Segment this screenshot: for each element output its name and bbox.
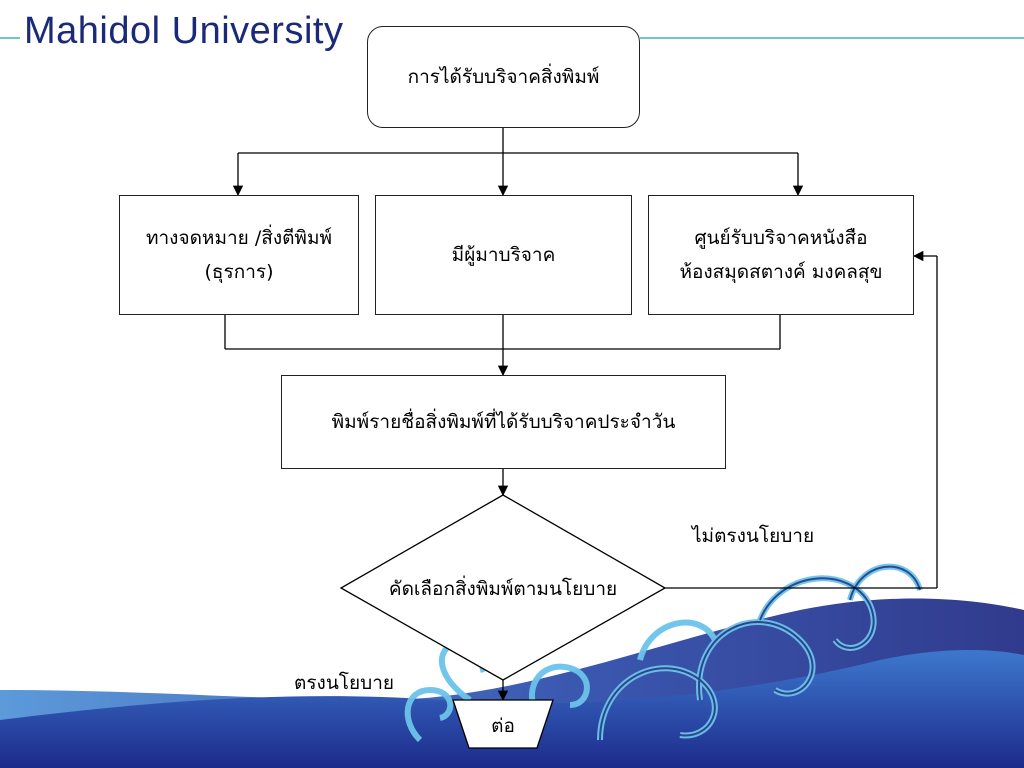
source-donor-label: มีผู้มาบริจาค	[451, 244, 556, 266]
label-matching: ตรงนโยบาย	[294, 672, 395, 694]
connectors	[224, 128, 938, 702]
print-list-label: พิมพ์รายชื่อสิ่งพิมพ์ที่ได้รับบริจาคประจ…	[331, 411, 676, 433]
source-mail-node: ทางจดหมาย /สิ่งตีพิมพ์ (ธุรการ)	[119, 195, 359, 315]
continue-label: ต่อ	[491, 715, 515, 737]
continue-shape	[452, 699, 554, 749]
source-donor-node: มีผู้มาบริจาค	[375, 195, 632, 315]
source-center-node: ศูนย์รับบริจาคหนังสือ ห้องสมุดสตางค์ มงค…	[648, 195, 914, 315]
source-mail-line2: (ธุรการ)	[204, 261, 274, 283]
decision-label: คัดเลือกสิ่งพิมพ์ตามนโยบาย	[388, 578, 618, 600]
source-center-line2: ห้องสมุดสตางค์ มงคลสุข	[679, 261, 883, 283]
label-not-matching: ไม่ตรงนโยบาย	[692, 525, 815, 547]
start-node-label: การได้รับบริจาคสิ่งพิมพ์	[407, 66, 600, 88]
decision-diamond	[339, 494, 667, 681]
brand-title: Mahidol University	[24, 10, 344, 52]
swirl-outlines	[599, 565, 921, 741]
source-center-line1: ศูนย์รับบริจาคหนังสือ	[694, 227, 868, 249]
source-mail-line1: ทางจดหมาย /สิ่งตีพิมพ์	[145, 227, 333, 249]
start-node: การได้รับบริจาคสิ่งพิมพ์	[367, 26, 640, 128]
print-list-node: พิมพ์รายชื่อสิ่งพิมพ์ที่ได้รับบริจาคประจ…	[281, 375, 726, 469]
